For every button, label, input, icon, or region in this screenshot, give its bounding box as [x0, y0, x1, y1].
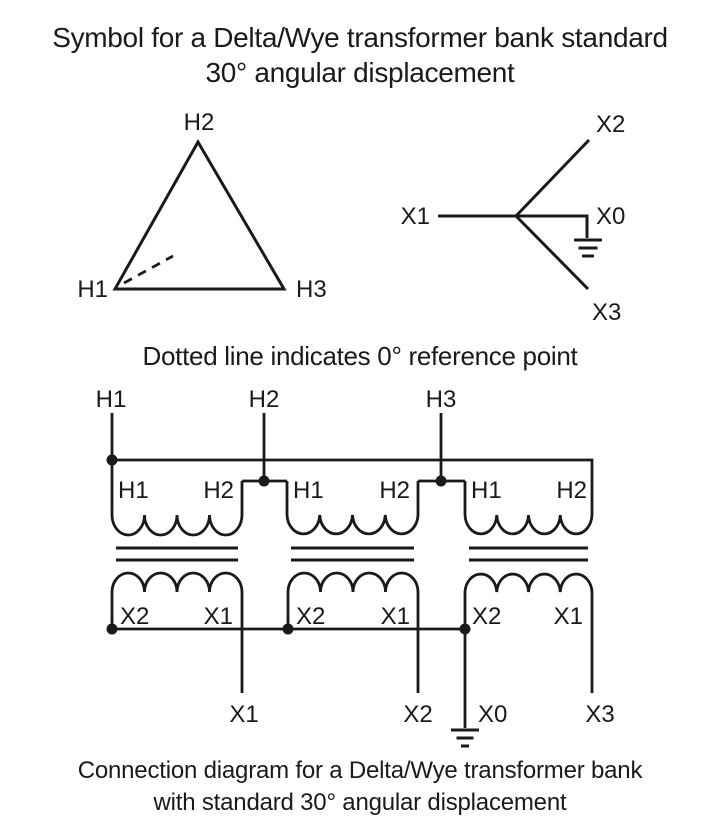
bottom-caption-line1: Connection diagram for a Delta/Wye trans…: [77, 757, 643, 784]
page-title: Symbol for a Delta/Wye transformer bank …: [0, 20, 720, 90]
connection-diagram: H1 H2 H3 H1 H2 X2 X1: [96, 386, 615, 748]
wye-branch-x3: [514, 214, 590, 291]
input-lead-label-h3: H3: [426, 386, 457, 413]
junction-dot-h2: [258, 475, 270, 487]
wye-symbol: X1 X2 X0 X3: [401, 111, 626, 326]
junction-dot-h3: [435, 475, 447, 487]
wye-label-x1: X1: [401, 203, 430, 230]
output-label-x2: X2: [403, 701, 432, 728]
wye-label-x3: X3: [592, 299, 621, 326]
transformer-3-label-h2: H2: [556, 477, 587, 504]
bottom-caption: Connection diagram for a Delta/Wye trans…: [0, 755, 720, 819]
wye-branch-x2: [514, 138, 591, 218]
delta-label-h2: H2: [184, 109, 215, 136]
input-lead-label-h2: H2: [249, 386, 280, 413]
output-label-x0: X0: [478, 701, 507, 728]
wye-label-x2: X2: [596, 111, 625, 138]
output-label-x1: X1: [229, 701, 258, 728]
transformer-1: H1 H2 X2 X1: [110, 413, 244, 693]
delta-symbol: H2 H1 H3: [77, 109, 326, 303]
transformer-2-secondary-coil: [286, 571, 420, 693]
transformer-1-label-h1: H1: [118, 477, 149, 504]
transformer-3: H1 H2 X2 X1: [463, 477, 594, 693]
input-lead-label-h1: H1: [96, 386, 127, 413]
delta-label-h3: H3: [296, 276, 327, 303]
wye-ground-symbol: [574, 238, 602, 258]
transformer-1-label-h2: H2: [203, 477, 234, 504]
wye-label-x0: X0: [596, 203, 625, 230]
output-label-x3: X3: [585, 701, 614, 728]
transformer-2-primary-coil: [285, 481, 420, 536]
transformer-2: H1 H2 X2 X1: [285, 477, 420, 693]
transformer-2-label-h2: H2: [379, 477, 410, 504]
junction-dot-x2-t1: [106, 623, 118, 635]
page-title-line1: Symbol for a Delta/Wye transformer bank …: [52, 22, 668, 53]
junction-dot-x2-t2: [282, 623, 294, 635]
transformer-1-primary-coil: [110, 413, 244, 537]
transformer-2-label-h1: H1: [293, 477, 324, 504]
wye-neutral-wire: [516, 214, 589, 238]
transformer-3-primary-coil: [463, 481, 594, 536]
transformer-3-label-h1: H1: [471, 477, 502, 504]
page-title-line2: 30° angular displacement: [205, 57, 515, 88]
primary-bus-wire: [112, 458, 594, 515]
transformer-1-secondary-coil: [110, 571, 244, 693]
transformer-1-label-x1: X1: [204, 603, 233, 630]
delta-label-h1: H1: [77, 276, 108, 303]
transformer-3-secondary-coil: [463, 572, 594, 693]
transformer-1-label-x2: X2: [120, 603, 149, 630]
transformer-3-label-x1: X1: [554, 603, 583, 630]
reference-note: Dotted line indicates 0° reference point: [142, 341, 578, 371]
delta-triangle: [112, 138, 287, 291]
transformer-3-label-x2: X2: [472, 603, 501, 630]
bottom-caption-line2: with standard 30° angular displacement: [153, 789, 567, 816]
transformer-2-label-x2: X2: [296, 603, 325, 630]
diagram-ground-symbol: [451, 728, 479, 748]
transformer-2-label-x1: X1: [381, 603, 410, 630]
